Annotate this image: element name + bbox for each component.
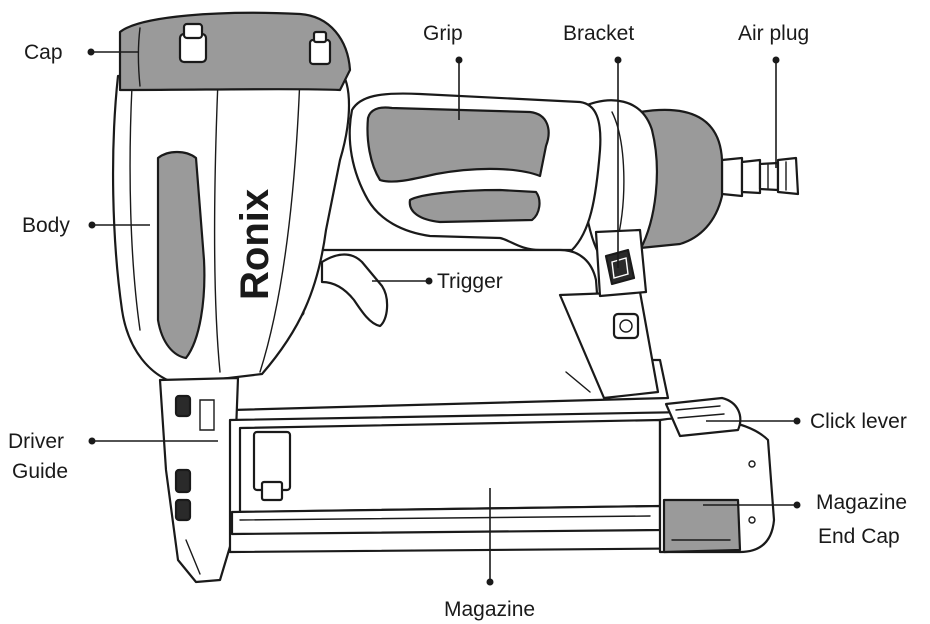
magazine-end-cap-part — [658, 416, 776, 554]
label-click-lever: Click lever — [810, 410, 907, 433]
label-trigger: Trigger — [437, 270, 503, 293]
driver-guide-part — [158, 376, 240, 584]
magazine-part — [228, 410, 744, 554]
callout-click-lever: Click lever — [706, 410, 907, 433]
body-part: Ronix — [111, 68, 351, 386]
label-driver-guide-line1: Driver — [8, 430, 64, 453]
cap-part — [118, 11, 352, 92]
callout-magazine: Magazine — [444, 488, 535, 621]
callout-body: Body — [22, 214, 150, 237]
callout-cap: Cap — [24, 41, 138, 64]
callout-air-plug: Air plug — [738, 22, 809, 168]
callout-magazine-end-cap: Magazine End Cap — [703, 491, 907, 548]
brand-logo: Ronix — [233, 189, 277, 300]
tool-illustration: Ronix — [111, 11, 800, 584]
callout-grip: Grip — [423, 22, 463, 120]
callout-trigger: Trigger — [372, 270, 503, 293]
air-plug-part — [720, 156, 800, 198]
callout-driver-guide: Driver Guide — [8, 430, 218, 483]
grip-part — [348, 92, 602, 252]
click-lever-part — [664, 396, 742, 438]
label-grip: Grip — [423, 22, 463, 45]
label-driver-guide-line2: Guide — [12, 460, 68, 483]
label-magazine-end-cap-line1: Magazine — [816, 491, 907, 514]
label-air-plug: Air plug — [738, 22, 809, 45]
bracket-part — [594, 228, 648, 298]
callout-bracket: Bracket — [563, 22, 634, 268]
label-body: Body — [22, 214, 70, 237]
label-magazine: Magazine — [444, 598, 535, 621]
label-cap: Cap — [24, 41, 63, 64]
label-magazine-end-cap-line2: End Cap — [818, 525, 900, 548]
label-bracket: Bracket — [563, 22, 634, 45]
